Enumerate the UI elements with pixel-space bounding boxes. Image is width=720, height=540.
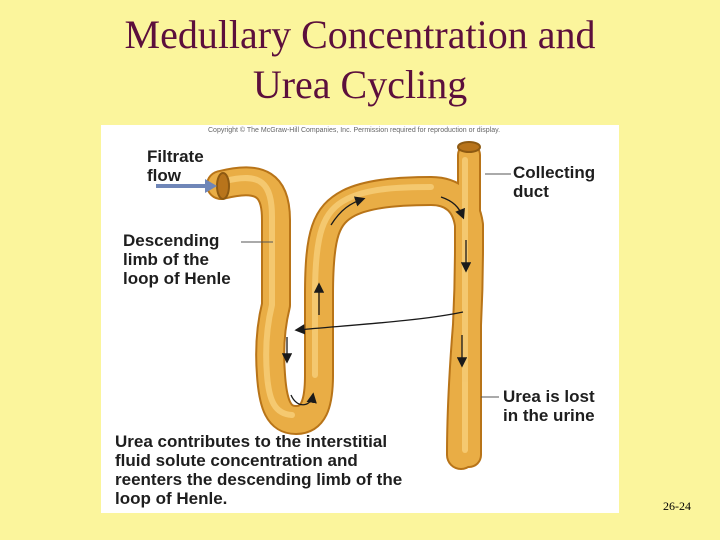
- figure-caption-line: fluid solute concentration and: [115, 451, 358, 470]
- collecting-duct-label-line: duct: [513, 182, 549, 201]
- urea-lost-label: Urea is lost in the urine: [503, 387, 595, 425]
- urea-lost-label-line: in the urine: [503, 406, 595, 425]
- descending-limb-label-line: Descending: [123, 231, 220, 250]
- slide-title: Medullary Concentration and Urea Cycling: [0, 10, 720, 110]
- filtrate-flow-arrowhead: [205, 179, 217, 193]
- descending-limb-label-line: loop of Henle: [123, 269, 231, 288]
- copyright-notice: Copyright © The McGraw-Hill Companies, I…: [208, 127, 501, 134]
- figure-caption-line: reenters the descending limb of the: [115, 470, 403, 489]
- collecting-duct-opening: [457, 141, 481, 153]
- figure-caption: Urea contributes to the interstitial flu…: [115, 432, 402, 508]
- nephron-diagram: [156, 141, 511, 470]
- filtrate-flow-label: Filtrate flow: [147, 147, 204, 185]
- urea-reentry-arrow: [294, 311, 464, 335]
- flow-arrows: [281, 196, 472, 406]
- collecting-duct-label: Collecting duct: [513, 163, 595, 201]
- figure-caption-line: loop of Henle.: [115, 489, 228, 508]
- descending-limb-label: Descending limb of the loop of Henle: [123, 231, 231, 288]
- descending-limb-label-line: limb of the: [123, 250, 209, 269]
- collecting-duct-label-line: Collecting: [513, 163, 596, 182]
- filtrate-flow-label-line: Filtrate: [147, 147, 204, 166]
- tubule-highlight: [222, 157, 468, 453]
- urea-lost-label-line: Urea is lost: [503, 387, 595, 406]
- slide-title-line2: Urea Cycling: [252, 62, 468, 107]
- tubule-entry-opening: [216, 172, 230, 200]
- slide-title-line1: Medullary Concentration and: [124, 12, 596, 57]
- filtrate-flow-label-line: flow: [147, 166, 181, 185]
- figure-caption-line: Urea contributes to the interstitial: [115, 432, 388, 451]
- loop-of-henle-figure: Copyright © The McGraw-Hill Companies, I…: [101, 125, 619, 513]
- page-number: 26-24: [663, 499, 691, 513]
